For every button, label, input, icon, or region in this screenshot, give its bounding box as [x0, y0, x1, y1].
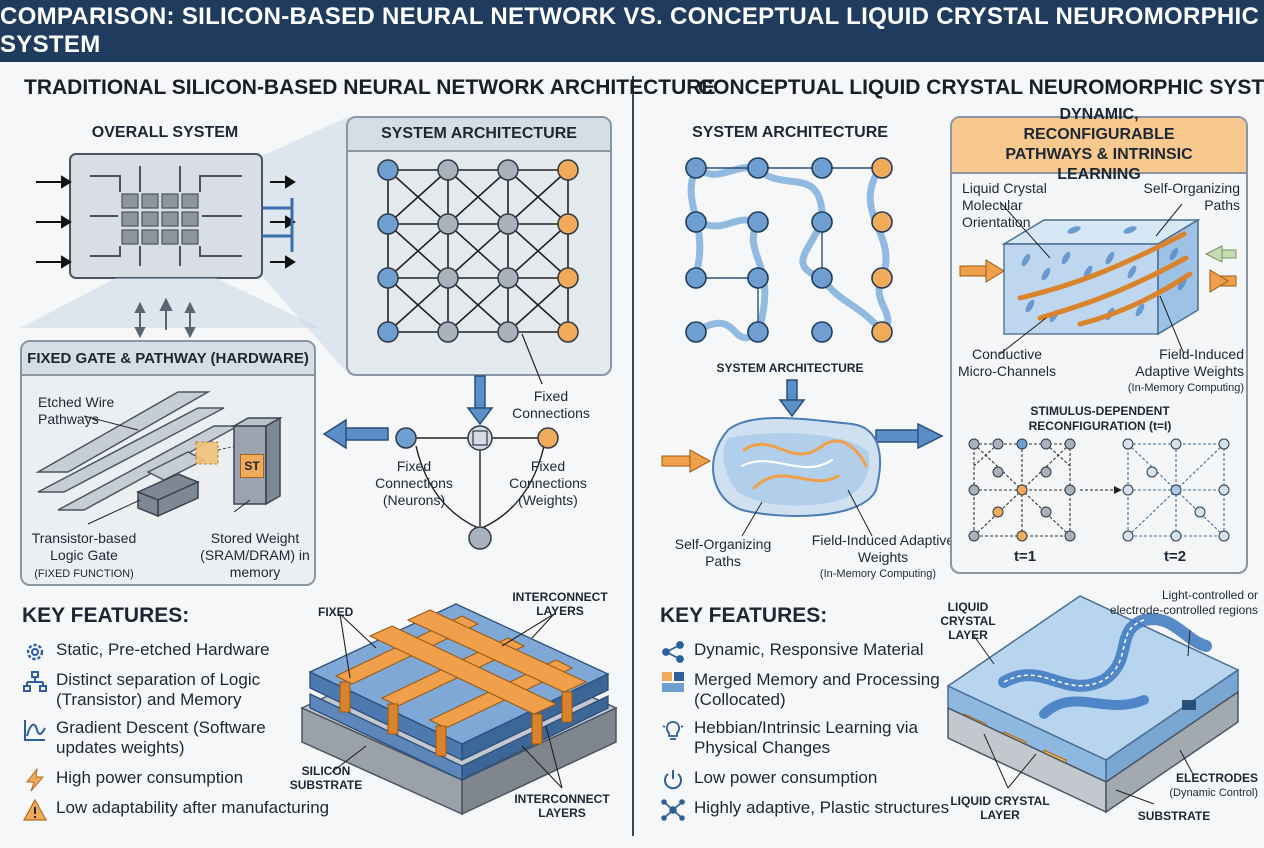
right-feature-2: Merged Memory and Processing (Collocated… — [660, 670, 944, 710]
right-feature-4: Low power consumption — [660, 768, 877, 792]
blocks-icon — [662, 672, 684, 692]
fixed-grid-network — [377, 159, 579, 385]
chip-diagram — [20, 116, 350, 376]
lc-surface-flow — [661, 379, 944, 537]
chip-st-label: ST — [240, 454, 264, 478]
left-feature-5: Low adaptability after manufacturing — [22, 798, 329, 822]
fixed-gate-title: FIXED GATE & PATHWAY (HARDWARE) — [22, 342, 314, 376]
stored-weight-label: Stored Weight (SRAM/DRAM) in memory — [200, 530, 310, 580]
stimulus-label: STIMULUS-DEPENDENT RECONFIGURATION (t=I) — [1028, 404, 1172, 433]
lc-layer-bottom-label: LIQUID CRYSTAL LAYER — [950, 794, 1050, 822]
lc-cube-illustration — [959, 201, 1237, 355]
lightbulb-icon — [662, 721, 684, 740]
substrate-label: SUBSTRATE — [1137, 809, 1211, 823]
lc-layer-top-label: LIQUID CRYSTAL LAYER — [940, 600, 996, 642]
overall-system-label: OVERALL SYSTEM — [91, 124, 239, 141]
warning-icon — [22, 798, 48, 821]
interconnect-bottom-label: INTERCONNECT LAYERS — [514, 792, 610, 820]
fixed-connections-label: Fixed Connections — [512, 388, 590, 421]
lc-orientation-label: Liquid Crystal Molecular Orientation — [962, 180, 1047, 230]
reconfiguration-graphs — [968, 438, 1230, 542]
right-feature-3: Hebbian/Intrinsic Learning via Physical … — [660, 718, 924, 758]
conductive-channels-label: Conductive Micro-Channels — [957, 346, 1057, 379]
in-memory-label: (In-Memory Computing) — [819, 568, 937, 580]
lc-layer-block — [946, 595, 1240, 814]
page-title: COMPARISON: SILICON-BASED NEURAL NETWORK… — [0, 0, 1264, 62]
t2-label: t=2 — [1163, 548, 1187, 565]
field-induced-label: Field-Induced Adaptive Weights — [811, 532, 955, 565]
network-icon — [661, 799, 685, 821]
field-induced-panel-label: Field-Induced Adaptive Weights — [1135, 346, 1244, 379]
neuron-flow-diagram — [322, 375, 559, 550]
interconnect-top-label: INTERCONNECT LAYERS — [512, 590, 608, 618]
electrodes-label: ELECTRODES — [1175, 771, 1258, 785]
left-features-title: KEY FEATURES: — [22, 604, 190, 627]
fixed-function-label: (FIXED FUNCTION) — [34, 568, 134, 580]
t1-label: t=1 — [1013, 548, 1037, 565]
etched-wires-illustration — [35, 391, 283, 525]
right-section-title: CONCEPTUAL LIQUID CRYSTAL NEUROMORPHIC S… — [698, 76, 1264, 99]
power-icon — [664, 770, 682, 790]
right-system-architecture-label: SYSTEM ARCHITECTURE — [692, 124, 888, 141]
dynamic-control-label: (Dynamic Control) — [1169, 787, 1258, 799]
self-organizing-label: Self-Organizing Paths — [674, 536, 772, 569]
in-memory-panel-label: (In-Memory Computing) — [1127, 382, 1244, 394]
curve-icon — [24, 720, 46, 741]
hierarchy-icon — [23, 671, 47, 692]
left-feature-1: Static, Pre-etched Hardware — [22, 640, 270, 664]
system-architecture-title: SYSTEM ARCHITECTURE — [348, 118, 610, 152]
center-divider — [632, 76, 634, 836]
light-controlled-label: Light-controlled or electrode-controlled… — [1109, 588, 1258, 617]
right-features-title: KEY FEATURES: — [660, 604, 828, 627]
left-section-title: TRADITIONAL SILICON-BASED NEURAL NETWORK… — [24, 76, 716, 99]
fixed-stack-label: FIXED — [318, 605, 354, 619]
dynamic-panel-title: DYNAMIC, RECONFIGURABLE PATHWAYS & INTRI… — [952, 106, 1246, 183]
neurons-label: Fixed Connections (Neurons) — [375, 458, 453, 508]
left-feature-4: High power consumption — [22, 767, 243, 792]
left-feature-2: Distinct separation of Logic (Transistor… — [22, 670, 286, 710]
weights-label: Fixed Connections (Weights) — [509, 458, 587, 508]
dynamic-network-diagram — [685, 157, 893, 343]
self-organizing-paths-label: Self-Organizing Paths — [1143, 180, 1241, 213]
share-nodes-icon — [662, 641, 684, 663]
left-feature-3: Gradient Descent (Software updates weigh… — [22, 718, 296, 758]
etched-wire-label: Etched Wire Pathways — [38, 394, 115, 427]
right-feature-1: Dynamic, Responsive Material — [660, 640, 924, 664]
silicon-substrate-label: SILICON SUBSTRATE — [289, 764, 363, 792]
silicon-stack-illustration — [300, 603, 618, 816]
transistor-label: Transistor-based Logic Gate — [31, 530, 137, 563]
dynamic-panel: DYNAMIC, RECONFIGURABLE PATHWAYS & INTRI… — [950, 106, 1248, 574]
system-architecture-small-label: SYSTEM ARCHITECTURE — [716, 361, 864, 375]
lightning-icon — [25, 767, 45, 792]
gear-icon — [26, 643, 44, 661]
right-feature-5: Highly adaptive, Plastic structures — [660, 798, 949, 822]
